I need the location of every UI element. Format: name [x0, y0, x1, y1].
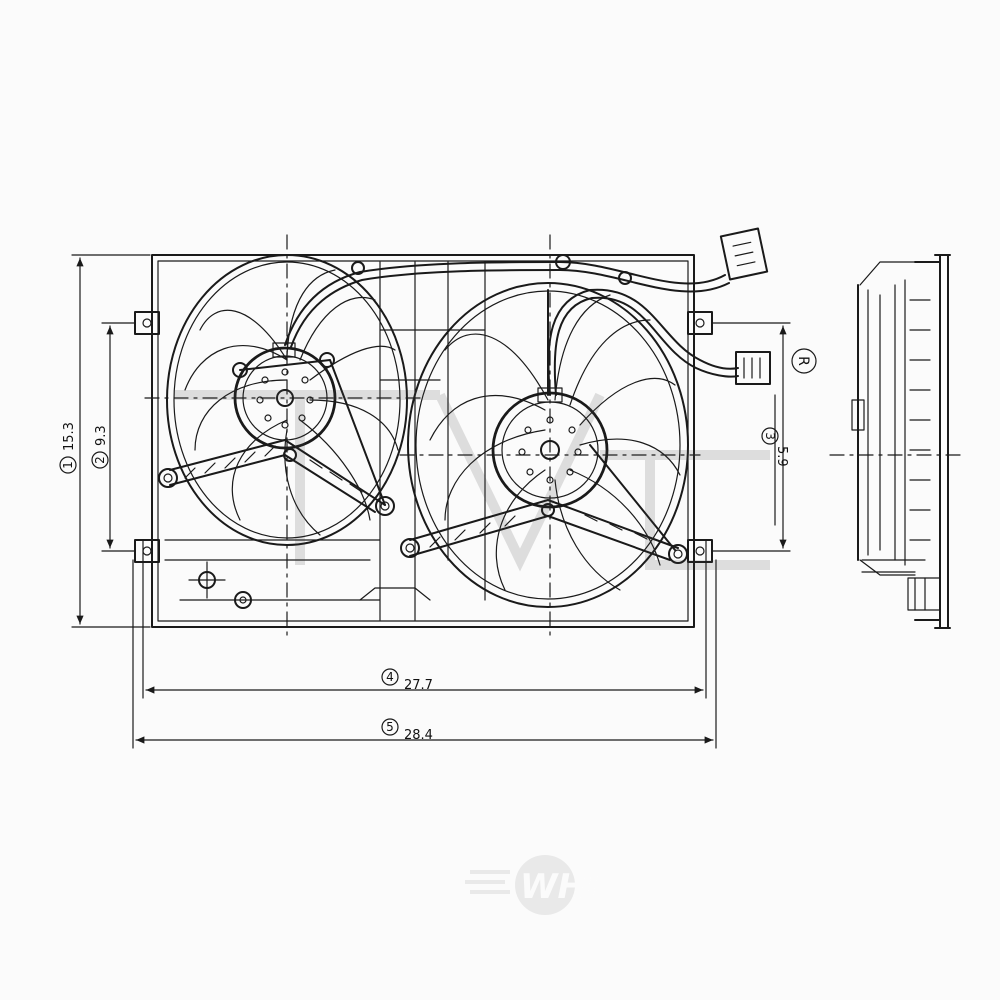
mounting-tab-bottom-right	[687, 539, 713, 563]
harness-connector-side	[735, 351, 771, 385]
side-marker-letter: R	[795, 356, 811, 366]
bracket-details	[188, 561, 252, 609]
left-fan	[158, 254, 408, 546]
dimension-1-number: 1	[61, 461, 75, 469]
left-fan-blades	[184, 269, 399, 536]
mounting-tab-top-right	[687, 311, 713, 335]
dimension-5: 5 28.4	[132, 559, 717, 749]
shroud-frame	[151, 254, 695, 628]
mounting-tab-bottom-left	[134, 539, 160, 563]
dimension-4-number: 4	[386, 670, 394, 684]
center-lines	[144, 234, 961, 641]
brand-watermark	[175, 390, 770, 572]
dimension-3-value: 5.9	[774, 446, 789, 467]
dimension-1: 1 15.3	[59, 254, 151, 628]
side-view	[851, 254, 951, 629]
dimension-4-value: 27.7	[404, 678, 433, 693]
dimension-2-value: 9.3	[94, 425, 109, 446]
right-fan-struts	[400, 289, 688, 564]
dimension-2-number: 2	[93, 456, 107, 464]
wiring-harness	[284, 254, 739, 396]
dimension-3: 3 5.9	[711, 322, 791, 552]
dimension-1-value: 15.3	[62, 422, 77, 451]
whi-logo-text: WHI	[520, 867, 599, 907]
dimension-3-number: 3	[763, 432, 777, 440]
harness-connector-top	[719, 227, 769, 281]
left-fan-struts	[158, 352, 395, 516]
dimension-5-value: 28.4	[404, 728, 433, 743]
side-marker: R	[791, 348, 817, 374]
dimension-4: 4 27.7	[142, 539, 707, 699]
right-fan	[400, 282, 689, 608]
whi-logo: WHI	[465, 855, 599, 915]
mounting-tab-top-left	[134, 311, 160, 335]
dimension-2: 2 9.3	[91, 322, 136, 552]
dimension-5-number: 5	[386, 720, 394, 734]
